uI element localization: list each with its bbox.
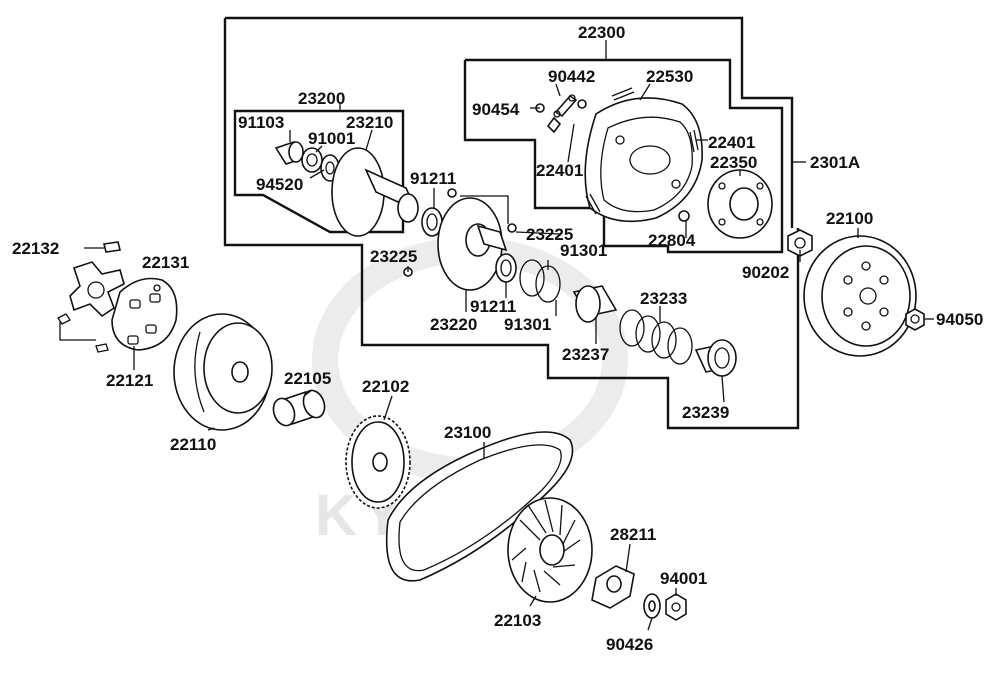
part-23237-collar	[572, 285, 618, 323]
part-23100-belt	[385, 431, 574, 582]
label-23225-left: 23225	[370, 247, 417, 266]
label-2301A: 2301A	[810, 153, 860, 172]
label-22350: 22350	[710, 153, 757, 172]
label-91001: 91001	[308, 129, 355, 148]
label-22530: 22530	[646, 67, 693, 86]
label-28211: 28211	[610, 525, 656, 544]
label-22132: 22132	[12, 239, 59, 258]
label-22401-left: 22401	[536, 161, 583, 180]
label-23220: 23220	[430, 315, 477, 334]
part-90442-link-plate	[546, 94, 578, 134]
part-23225-pins	[403, 188, 517, 277]
part-22100-clutch-bell	[803, 235, 917, 357]
part-94050-nut	[905, 308, 925, 331]
frame-main-left	[223, 18, 800, 430]
part-90426-washer	[643, 593, 661, 619]
label-22110: 22110	[170, 435, 216, 454]
part-91211-oring	[495, 253, 517, 283]
label-91301-bottom: 91301	[504, 315, 551, 334]
part-clips-left	[57, 313, 109, 353]
label-23233: 23233	[640, 289, 687, 308]
part-22131-ramp-plate	[69, 261, 125, 318]
label-23239: 23239	[682, 403, 729, 422]
label-22804: 22804	[648, 231, 696, 250]
part-22350-clutch-plate	[707, 169, 773, 239]
part-23233-spring	[619, 309, 693, 365]
label-22102: 22102	[362, 377, 409, 396]
label-91301-top: 91301	[560, 241, 607, 260]
part-22804-washer	[678, 210, 690, 222]
frame-22300	[463, 58, 784, 254]
assembly-frames	[223, 16, 800, 430]
leader-lines	[84, 40, 934, 631]
part-22401-springs	[585, 87, 699, 215]
label-91211-bottom: 91211	[470, 297, 516, 316]
label-22131: 22131	[142, 253, 189, 272]
part-22105-bushing	[272, 389, 326, 427]
part-labels: 22300 23200 91103 23210 91001 94520 9044…	[12, 23, 983, 654]
label-91211-top: 91211	[410, 169, 456, 188]
part-22103-fan	[507, 497, 593, 603]
label-22100: 22100	[826, 209, 873, 228]
part-90202-nut	[787, 229, 813, 257]
part-22132-clip	[103, 241, 121, 253]
part-94001-nut	[665, 593, 687, 621]
part-23210-driven-face	[331, 147, 419, 237]
part-22102-gear-plate	[345, 415, 411, 509]
label-22300: 22300	[578, 23, 625, 42]
label-22103: 22103	[494, 611, 541, 630]
label-22105: 22105	[284, 369, 331, 388]
frame-23200	[233, 109, 405, 234]
label-90426: 90426	[606, 635, 653, 654]
label-23225-right: 23225	[526, 225, 573, 244]
label-94001: 94001	[660, 569, 707, 588]
parts	[57, 87, 925, 621]
part-22121-weight-rollers	[111, 277, 178, 351]
label-23200: 23200	[298, 89, 345, 108]
part-22110-drive-face	[173, 313, 273, 431]
label-91103: 91103	[238, 113, 284, 132]
part-22530-clutch-shoes	[584, 97, 703, 223]
part-91001-bearing	[301, 147, 323, 173]
label-90202: 90202	[742, 263, 789, 282]
label-22121: 22121	[106, 371, 153, 390]
label-90442: 90442	[548, 67, 595, 86]
label-22401-right: 22401	[708, 133, 755, 152]
label-23210: 23210	[346, 113, 393, 132]
part-23239-seat	[694, 339, 737, 377]
label-23237: 23237	[562, 345, 609, 364]
part-23220-driven-face	[437, 197, 508, 291]
part-28211-plate	[591, 565, 635, 609]
label-90454: 90454	[472, 100, 520, 119]
label-94520: 94520	[256, 175, 303, 194]
frame-23200-22300-outer	[225, 16, 794, 228]
part-90454-pin	[535, 99, 587, 113]
label-23100: 23100	[444, 423, 491, 442]
label-94050: 94050	[936, 310, 983, 329]
part-91103-bearing	[274, 141, 306, 165]
